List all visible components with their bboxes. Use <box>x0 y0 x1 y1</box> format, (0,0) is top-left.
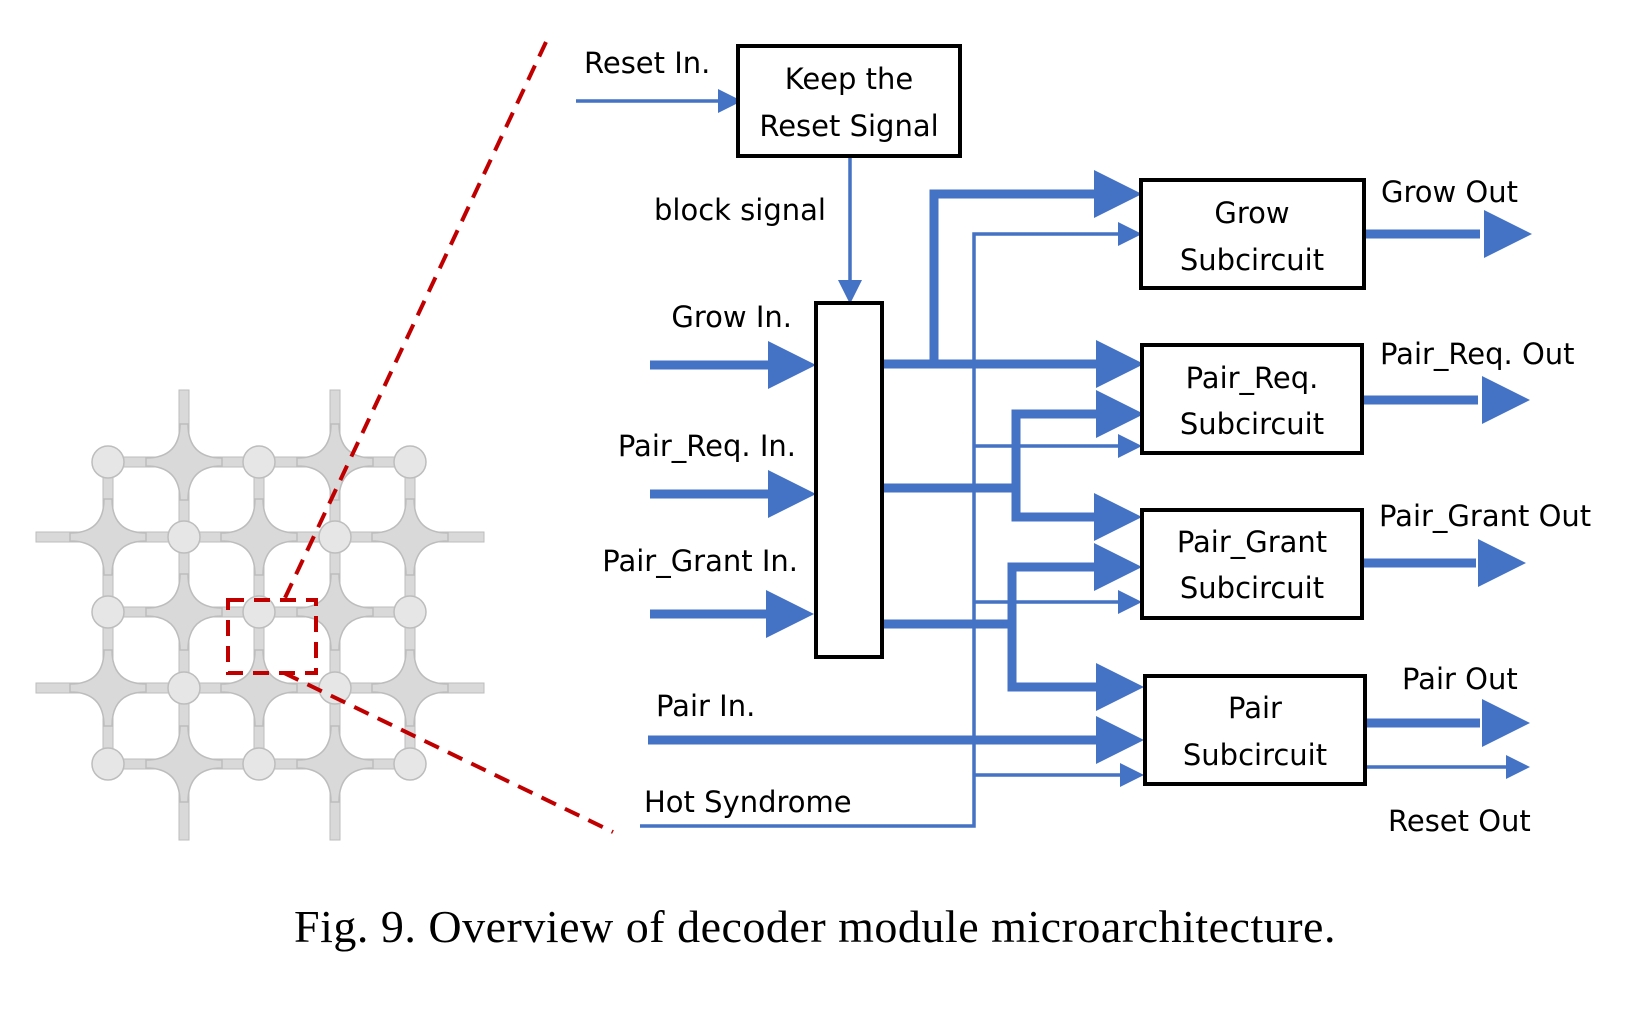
stabilizer-node <box>69 649 147 727</box>
hot-syndrome-pair-req-arrowhead <box>1118 434 1142 458</box>
signal-wires <box>576 89 1532 828</box>
stabilizer-node <box>296 573 374 651</box>
grow-main-arrowhead <box>1094 170 1142 218</box>
keep-reset-block: Keep the Reset Signal <box>736 44 962 158</box>
pair-grant-out-label: Pair_Grant Out <box>1379 499 1591 533</box>
hot-syndrome-wire <box>640 232 1118 828</box>
grow-in-arrowhead <box>768 341 816 389</box>
data-qubit-node <box>91 445 125 479</box>
data-qubit-node <box>91 747 125 781</box>
hot-syndrome-pair-grant-arrowhead <box>1118 590 1142 614</box>
data-qubit-node <box>393 445 427 479</box>
data-qubit-node <box>242 445 276 479</box>
keep-reset-box <box>736 44 962 158</box>
grow-out-label: Grow Out <box>1381 175 1518 209</box>
reset-in-label: Reset In. <box>584 46 710 80</box>
stabilizer-node <box>145 725 223 803</box>
pair-subcircuit-label-1: Pair <box>1228 691 1282 725</box>
hot-syndrome-pair-arrowhead <box>1120 763 1144 787</box>
pair-req-in-label: Pair_Req. In. <box>618 429 796 463</box>
reset-out-arrowhead <box>1506 755 1530 779</box>
figure-caption: Fig. 9. Overview of decoder module micro… <box>294 901 1336 952</box>
pair-subcircuit-label-2: Subcircuit <box>1183 738 1327 772</box>
data-qubit-node <box>91 595 125 629</box>
stabilizer-node <box>220 498 298 576</box>
pair-subcircuit-box <box>1143 674 1367 786</box>
pair-in-label: Pair In. <box>656 689 755 723</box>
pair-in-arrowhead <box>1096 716 1144 764</box>
pair-req-bus-to-pair-grant <box>1011 488 1096 522</box>
pair-req-bus-to-pair-req <box>1011 409 1096 488</box>
data-qubit-node <box>393 747 427 781</box>
pair-grant-to-pair-arrowhead <box>1096 663 1144 711</box>
stabilizer-node <box>371 649 449 727</box>
pair-req-subcircuit: Pair_Req. Subcircuit <box>1140 343 1364 455</box>
stabilizer-node <box>371 498 449 576</box>
grow-bus-to-grow <box>929 189 1094 364</box>
pair-req-out-arrowhead <box>1482 376 1530 424</box>
pair-req-subcircuit-box <box>1140 343 1364 455</box>
pair-out-label: Pair Out <box>1402 662 1518 696</box>
stabilizer-node <box>69 498 147 576</box>
grow-subcircuit-label-2: Subcircuit <box>1180 243 1324 277</box>
pair-req-in-arrowhead <box>768 470 816 518</box>
data-qubit-node <box>242 595 276 629</box>
pair-grant-subcircuit-label-2: Subcircuit <box>1180 571 1324 605</box>
hot-syndrome-label: Hot Syndrome <box>644 785 852 819</box>
pair-subcircuit: Pair Subcircuit <box>1143 674 1367 786</box>
data-qubit-node <box>393 595 427 629</box>
pair-req-out-label: Pair_Req. Out <box>1380 337 1575 371</box>
stabilizer-node <box>145 423 223 501</box>
pair-grant-subcircuit-label-1: Pair_Grant <box>1177 525 1327 559</box>
keep-reset-label-2: Reset Signal <box>759 109 938 143</box>
surface-code-lattice <box>35 389 485 841</box>
grow-in-label: Grow In. <box>671 300 792 334</box>
keep-reset-label-1: Keep the <box>785 62 913 96</box>
data-qubit-node <box>242 747 276 781</box>
data-qubit-node <box>318 520 352 554</box>
pair-grant-req-arrowhead <box>1094 493 1142 541</box>
pair-req-grow-arrowhead <box>1096 340 1144 388</box>
stabilizer-node <box>296 423 374 501</box>
pair-grant-bus-to-pair-grant <box>1007 562 1094 624</box>
pair-grant-bus-to-pair <box>1007 624 1096 692</box>
data-qubit-node <box>167 671 201 705</box>
block-signal-label: block signal <box>654 193 826 227</box>
pair-grant-subcircuit-box <box>1140 508 1364 620</box>
pair-grant-in-arrowhead <box>766 590 814 638</box>
stabilizer-node <box>145 573 223 651</box>
stabilizer-node <box>220 649 298 727</box>
grow-subcircuit: Grow Subcircuit <box>1139 178 1366 290</box>
pair-req-main-arrowhead <box>1096 390 1144 438</box>
stabilizer-node <box>296 725 374 803</box>
block-signal-arrowhead <box>838 280 862 304</box>
pair-req-subcircuit-label-1: Pair_Req. <box>1186 361 1319 395</box>
zoom-highlight <box>226 41 614 834</box>
pair-grant-out-arrowhead <box>1478 539 1526 587</box>
hot-syndrome-grow-arrowhead <box>1118 222 1142 246</box>
pair-out-arrowhead <box>1482 699 1530 747</box>
grow-out-arrowhead <box>1484 210 1532 258</box>
input-gate-block <box>814 301 884 659</box>
zoom-line-bottom <box>283 671 614 834</box>
pair-grant-main-arrowhead <box>1094 543 1142 591</box>
pair-grant-subcircuit: Pair_Grant Subcircuit <box>1140 508 1364 620</box>
pair-req-subcircuit-label-2: Subcircuit <box>1180 407 1324 441</box>
pair-grant-in-label: Pair_Grant In. <box>602 544 798 578</box>
data-qubit-node <box>167 520 201 554</box>
reset-in-arrowhead <box>718 89 742 113</box>
reset-out-label: Reset Out <box>1388 804 1531 838</box>
grow-subcircuit-box <box>1139 178 1366 290</box>
grow-subcircuit-label-1: Grow <box>1214 196 1289 230</box>
